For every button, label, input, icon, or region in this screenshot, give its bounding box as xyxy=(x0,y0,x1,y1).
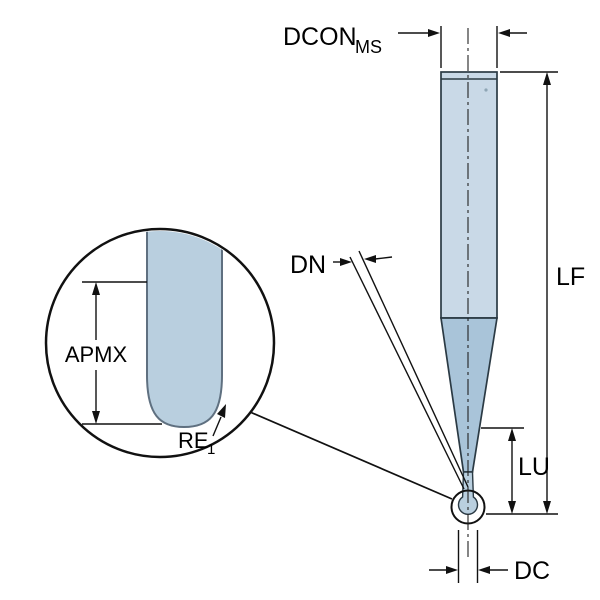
dcon-arrow-left xyxy=(428,29,440,37)
detail-tip-shape xyxy=(146,231,223,429)
lu-label: LU xyxy=(518,453,550,481)
dc-arrow-right xyxy=(478,566,490,574)
lf-arrow-top xyxy=(543,72,551,85)
lu-arrow-bottom xyxy=(508,501,516,514)
dn-neck-lines xyxy=(349,250,469,490)
tool-body xyxy=(440,71,498,525)
tool-shank xyxy=(440,71,498,319)
apmx-dimension xyxy=(82,281,162,425)
shank-surface-mark xyxy=(484,88,488,92)
apmx-arrow-top xyxy=(92,282,100,295)
lu-arrow-top xyxy=(508,428,516,441)
re-subscript: 1 xyxy=(207,441,215,458)
re-label: RE xyxy=(178,428,209,453)
dn-neck-line-left xyxy=(349,256,465,490)
re-arrow-tail xyxy=(212,416,222,437)
dc-label: DC xyxy=(514,557,550,585)
dcon-subscript: MS xyxy=(355,37,382,57)
dn-neck-line-right xyxy=(358,250,469,488)
dcon-label: DCON xyxy=(283,23,357,51)
re-arrow xyxy=(217,404,226,418)
apmx-arrow-bottom xyxy=(92,411,100,424)
detail-view xyxy=(44,227,276,459)
dn-arrow-right-tail xyxy=(374,256,393,260)
detail-leader-line xyxy=(249,411,453,500)
lf-arrow-bottom xyxy=(543,501,551,514)
dn-label: DN xyxy=(290,251,326,279)
dcon-arrow-right xyxy=(498,29,510,37)
dn-arrow-left xyxy=(340,258,352,266)
lf-label: LF xyxy=(556,263,585,291)
dimensions xyxy=(333,26,558,583)
dn-arrow-right xyxy=(364,255,376,263)
tool-cone xyxy=(440,317,498,473)
dc-arrow-left xyxy=(446,566,458,574)
apmx-label: APMX xyxy=(65,342,128,367)
